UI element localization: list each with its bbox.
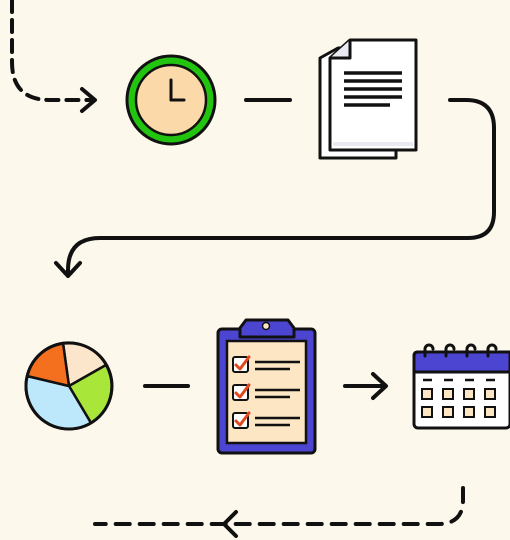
clipboard-checklist-icon bbox=[216, 318, 317, 455]
connector-start-to-clock bbox=[10, 0, 97, 113]
calendar-icon bbox=[412, 343, 510, 430]
connector-calendar-to-end bbox=[93, 486, 465, 538]
clock-icon bbox=[125, 54, 217, 146]
connector-checklist-to-calendar bbox=[343, 372, 388, 400]
pie-chart-icon bbox=[24, 341, 114, 431]
checklist-row bbox=[232, 383, 300, 401]
checklist-row bbox=[232, 411, 300, 429]
documents-icon bbox=[318, 38, 418, 160]
connector-documents-to-pie bbox=[54, 98, 496, 278]
checklist-row bbox=[232, 355, 300, 373]
